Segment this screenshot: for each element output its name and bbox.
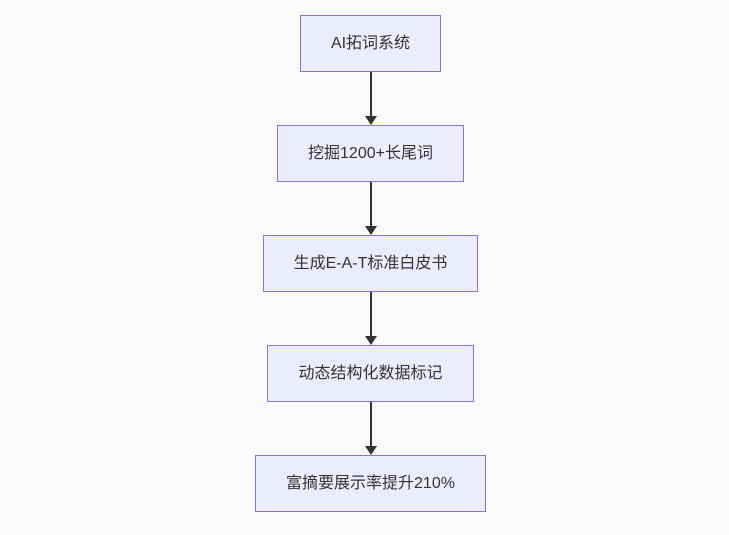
arrow-line bbox=[369, 402, 372, 446]
arrow-line bbox=[369, 292, 372, 336]
flow-node-longtail-mining: 挖掘1200+长尾词 bbox=[277, 125, 464, 182]
flow-node-label: AI拓词系统 bbox=[330, 35, 411, 52]
arrowhead-down-icon bbox=[364, 226, 377, 235]
flow-node-ai-keyword-system: AI拓词系统 bbox=[299, 15, 442, 72]
flow-node-structured-data-markup: 动态结构化数据标记 bbox=[267, 345, 474, 402]
flow-arrow-3 bbox=[364, 292, 377, 345]
arrow-line bbox=[369, 72, 372, 116]
flow-arrow-1 bbox=[364, 72, 377, 125]
flow-node-label: 挖掘1200+长尾词 bbox=[308, 145, 433, 162]
arrowhead-down-icon bbox=[364, 446, 377, 455]
flow-node-rich-snippet-result: 富摘要展示率提升210% bbox=[255, 455, 486, 512]
flow-node-label: 生成E-A-T标准白皮书 bbox=[293, 255, 448, 272]
arrowhead-down-icon bbox=[364, 116, 377, 125]
flow-node-eat-whitepaper: 生成E-A-T标准白皮书 bbox=[262, 235, 479, 292]
flowchart-canvas: AI拓词系统 挖掘1200+长尾词 生成E-A-T标准白皮书 动态结构化数据标记… bbox=[6, 0, 729, 535]
arrowhead-down-icon bbox=[364, 336, 377, 345]
flow-node-label: 动态结构化数据标记 bbox=[298, 365, 443, 382]
flow-arrow-4 bbox=[364, 402, 377, 455]
flow-node-label: 富摘要展示率提升210% bbox=[286, 475, 455, 492]
flow-arrow-2 bbox=[364, 182, 377, 235]
arrow-line bbox=[369, 182, 372, 226]
